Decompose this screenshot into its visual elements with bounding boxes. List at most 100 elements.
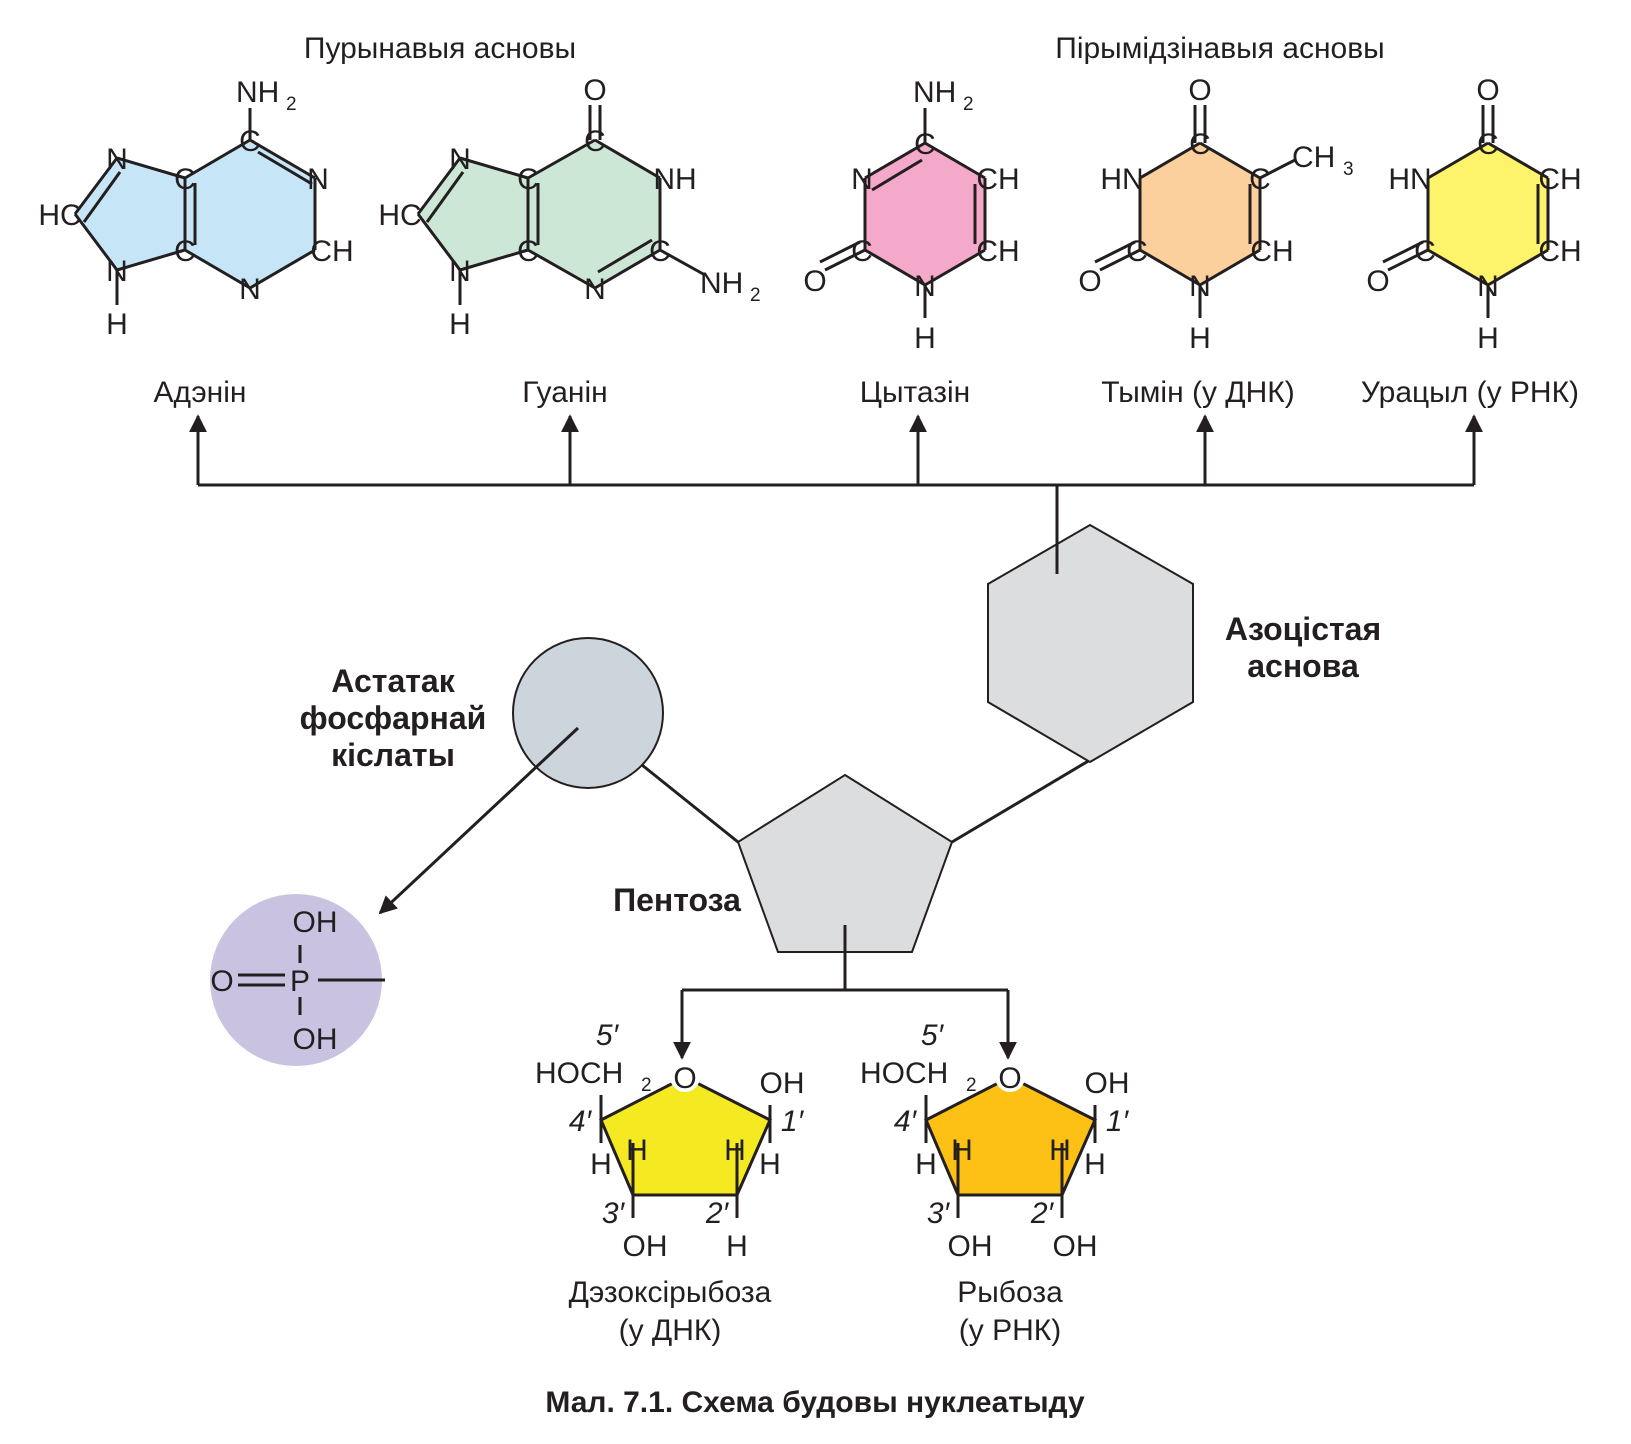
atom-label: O [583,74,606,107]
atom-label: C [851,235,873,268]
ribose-structure: 5′ HOCH 2 O OH 4′ 1′ H H H H 3′ 2′ OH OH [860,1019,1130,1263]
uracil-structure: O C CH CH N C HN O H [1366,74,1581,355]
atom-label: H [449,308,471,341]
atom-label: 2 [750,285,761,306]
atom-label: CH [976,163,1019,196]
atom-label: N [449,143,471,176]
atom-label: OH [623,1230,668,1263]
atom-label: H [1477,322,1499,355]
atom-label: 5′ [921,1019,945,1052]
atom-label: OH [1085,1067,1130,1100]
atom-label: H [915,1148,937,1181]
atom-label: 3′ [927,1197,951,1230]
atom-label: HC [378,199,421,232]
atom-label: HN [1388,163,1431,196]
atom-label: N [239,273,261,306]
thymine-label: Тымін (у ДНК) [1101,376,1295,409]
atom-label: H [1189,322,1211,355]
atom-label: H [951,1134,973,1167]
link-phosphate-pentose [641,763,739,844]
atom-label: OH [293,1023,338,1056]
uracil-ring-fill [1428,143,1548,285]
atom-label: C [174,163,196,196]
atom-label: C [239,125,261,158]
atom-label: OH [948,1230,993,1263]
sugar-connector [673,925,1017,1060]
atom-label: H [590,1148,612,1181]
atom-label: HC [38,199,81,232]
atom-label: O [1366,265,1389,298]
atom-label: O [673,1062,696,1095]
atom-label: N [914,270,936,303]
adenine-structure: NH 2 N C C N CH N C N HC H [38,76,353,341]
atom-label: O [803,265,826,298]
phosphate-group: OH P O OH [210,894,385,1066]
phosphate-residue-label: кіслаты [331,737,455,773]
atom-label: N [449,255,471,288]
atom-label: OH [1053,1230,1098,1263]
atom-label: CH [310,235,353,268]
atom-label: NH [236,76,279,109]
atom-label: N [106,143,128,176]
uracil-label: Урацыл (у РНК) [1361,376,1579,409]
atom-label: 5′ [596,1019,620,1052]
deoxyribose-structure: 5′ HOCH 2 O OH 4′ 1′ H H H H 3′ 2′ OH H [535,1019,805,1263]
thymine-structure: O C C CH 3 CH N C HN O H [1078,74,1353,355]
ribose-label: Рыбоза [957,1276,1063,1309]
purine-header: Пурынавыя асновы [304,32,576,65]
atom-label: C [1189,128,1211,161]
atom-label: C [1126,235,1148,268]
phosphate-residue-label: Астатак [331,663,455,699]
atom-label: HOCH [535,1057,623,1090]
atom-label: NH [700,267,743,300]
atom-label: H [724,1134,746,1167]
atom-label: C [517,163,539,196]
atom-label: O [1188,74,1211,107]
atom-label: H [1084,1148,1106,1181]
deoxyribose-label: (у ДНК) [619,1314,722,1347]
atom-label: CH [1250,235,1293,268]
atom-label: 2′ [1030,1197,1055,1230]
guanine-label: Гуанін [522,376,607,409]
ribose-ring-fill [924,1075,1097,1197]
atom-label: OH [760,1067,805,1100]
atom-label: NH [913,76,956,109]
atom-label: C [517,235,539,268]
atom-label: 3 [1343,159,1354,180]
atom-label: 3′ [602,1197,626,1230]
atom-label: 4′ [569,1105,593,1138]
atom-label: H [1049,1134,1071,1167]
atom-label: 1′ [781,1105,805,1138]
atom-label: 2 [286,94,297,115]
arrow-to-phosphate-group [378,726,580,915]
atom-label: N [106,255,128,288]
atom-label: N [1189,270,1211,303]
atom-label: N [1477,270,1499,303]
atom-label: CH [1538,163,1581,196]
atom-label: C [914,128,936,161]
adenine-label: Адэнін [154,376,247,409]
atom-label: C [649,235,671,268]
cytosine-ring-fill [865,143,985,285]
atom-label: HOCH [860,1057,948,1090]
atom-label: O [1078,265,1101,298]
atom-label: H [759,1148,781,1181]
deoxyribose-ring-fill [599,1075,772,1197]
atom-label: 2′ [705,1197,730,1230]
atom-label: 2 [641,1075,652,1096]
pentose-label: Пентоза [613,882,741,918]
atom-label: O [1476,74,1499,107]
atom-label: CH [976,235,1019,268]
atom-label: N [307,163,329,196]
phosphate-group-circle [210,894,382,1066]
atom-label: C [1477,128,1499,161]
atom-label: HN [1100,163,1143,196]
atom-label: C [1249,163,1271,196]
atom-label: N [584,273,606,306]
atom-label: C [1414,235,1436,268]
atom-label: P [290,965,310,998]
ribose-label: (у РНК) [959,1314,1061,1347]
atom-label: 1′ [1106,1105,1130,1138]
figure-caption: Мал. 7.1. Схема будовы нуклеатыду [545,1386,1085,1419]
phosphate-residue-label: фосфарнай [300,700,487,736]
